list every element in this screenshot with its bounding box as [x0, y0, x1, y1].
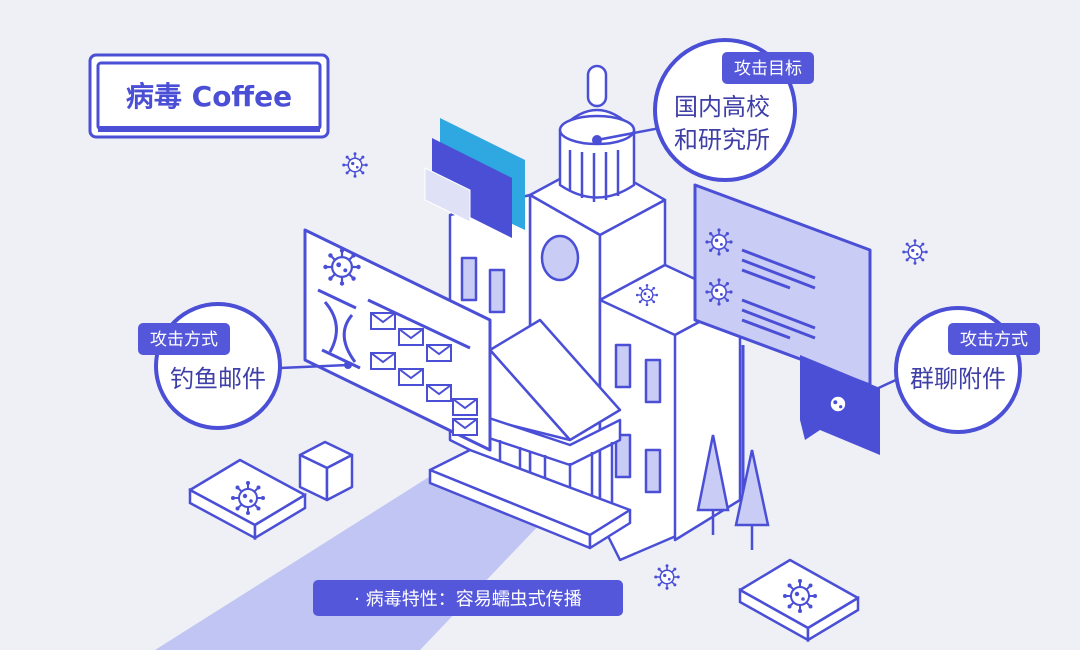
title-badge-text: 病毒 Coffee — [126, 80, 292, 113]
callout-left-text: 钓鱼邮件 — [170, 365, 266, 393]
floating-cards — [424, 118, 525, 238]
callout-right-tag: 攻击方式 — [960, 330, 1028, 350]
group-chat-panel — [693, 183, 901, 495]
phishing-email-panel — [279, 228, 492, 452]
callout-target-line2: 和研究所 — [674, 126, 770, 154]
callout-right-text: 群聊附件 — [910, 365, 1006, 393]
callout-target-line1: 国内高校 — [674, 93, 770, 121]
title-badge: 病毒 Coffee — [88, 53, 330, 139]
trees — [696, 434, 770, 550]
callout-right: 攻击方式 群聊附件 — [894, 306, 1040, 434]
footer-note-text: · 病毒特性：容易蠕虫式传播 — [354, 589, 581, 610]
callout-left-tag: 攻击方式 — [150, 330, 218, 350]
callout-left: 攻击方式 钓鱼邮件 — [138, 302, 282, 430]
envelope-right — [738, 558, 860, 643]
cube — [298, 440, 354, 502]
callout-target-tag: 攻击目标 — [734, 59, 802, 79]
footer-note: · 病毒特性：容易蠕虫式传播 — [313, 580, 623, 616]
callout-target: 攻击目标 国内高校 和研究所 — [592, 38, 814, 182]
envelope-left — [188, 458, 307, 541]
